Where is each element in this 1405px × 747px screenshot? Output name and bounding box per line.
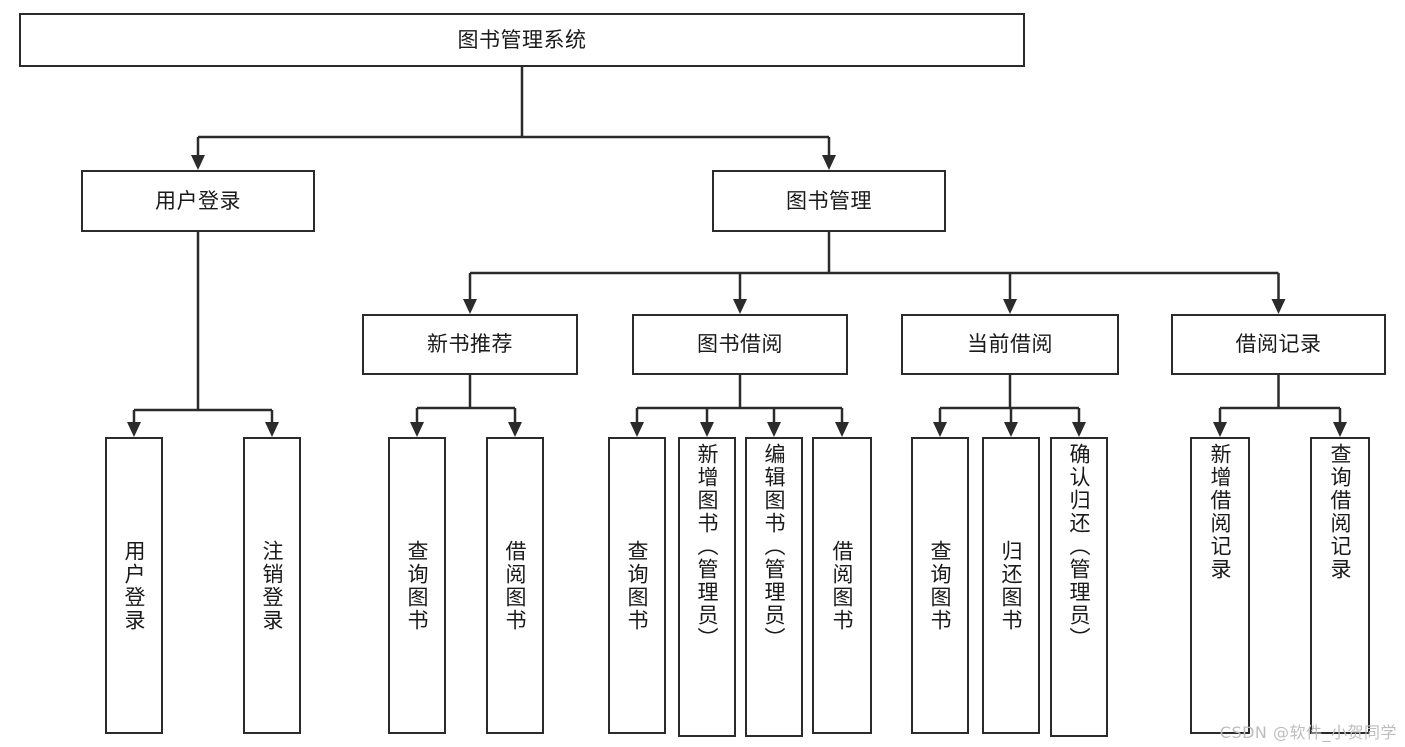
node-book_manage[interactable]: 图书管理 xyxy=(712,170,946,232)
node-label-leaf_borrow_book_b: 借阅图书 xyxy=(830,539,855,632)
edge-arrowhead xyxy=(933,422,947,437)
edge-arrowhead xyxy=(1004,422,1018,437)
node-label-book_manage: 图书管理 xyxy=(786,188,872,213)
edge-arrowhead xyxy=(410,422,424,437)
edge-arrowhead xyxy=(191,155,205,170)
node-borrow_record[interactable]: 借阅记录 xyxy=(1171,314,1386,375)
edge-arrowhead xyxy=(127,422,141,437)
node-leaf_add_book[interactable]: 新增图书（管理员） xyxy=(678,437,736,737)
node-leaf_return_book[interactable]: 归还图书 xyxy=(982,437,1040,734)
edge-arrowhead xyxy=(1003,299,1017,314)
node-label-borrow_record: 借阅记录 xyxy=(1235,332,1322,357)
edge-arrowhead xyxy=(1271,299,1286,314)
node-leaf_edit_book[interactable]: 编辑图书（管理员） xyxy=(745,437,803,737)
node-label-leaf_query_record: 查询借阅记录 xyxy=(1328,443,1353,581)
edge-arrowhead xyxy=(700,422,714,437)
node-label-leaf_add_book: 新增图书（管理员） xyxy=(695,443,720,650)
node-leaf_query_record[interactable]: 查询借阅记录 xyxy=(1310,437,1370,734)
edge-arrowhead xyxy=(1333,422,1347,437)
node-leaf_user_logout[interactable]: 注销登录 xyxy=(243,437,301,734)
node-label-leaf_edit_book: 编辑图书（管理员） xyxy=(762,443,787,650)
node-new_book_rec[interactable]: 新书推荐 xyxy=(362,314,578,375)
watermark-text: CSDN @软件_小贺同学 xyxy=(1219,723,1397,742)
edge-arrowhead xyxy=(767,422,781,437)
edge-arrowhead xyxy=(822,155,836,170)
node-leaf_borrow_book_b[interactable]: 借阅图书 xyxy=(812,437,872,734)
node-current_borrow[interactable]: 当前借阅 xyxy=(901,314,1119,375)
edge-arrowhead xyxy=(1213,422,1227,437)
node-label-leaf_user_login: 用户登录 xyxy=(122,539,147,632)
edge-arrowhead xyxy=(1072,422,1086,437)
edge-arrowhead xyxy=(733,299,747,314)
node-label-leaf_query_book_b: 查询图书 xyxy=(625,539,650,632)
node-user_login[interactable]: 用户登录 xyxy=(81,170,315,232)
node-leaf_query_book_c[interactable]: 查询图书 xyxy=(911,437,969,734)
node-root[interactable]: 图书管理系统 xyxy=(19,13,1025,67)
node-label-book_borrow: 图书借阅 xyxy=(697,332,783,357)
node-label-leaf_user_logout: 注销登录 xyxy=(260,539,285,632)
node-label-new_book_rec: 新书推荐 xyxy=(427,332,513,357)
node-leaf_query_book_b[interactable]: 查询图书 xyxy=(608,437,666,734)
node-leaf_add_record[interactable]: 新增借阅记录 xyxy=(1190,437,1250,734)
edge-arrowhead xyxy=(835,422,849,437)
node-book_borrow[interactable]: 图书借阅 xyxy=(632,314,848,375)
edge-arrowhead xyxy=(265,422,279,437)
node-label-leaf_query_book_a: 查询图书 xyxy=(405,539,430,632)
node-label-leaf_add_record: 新增借阅记录 xyxy=(1208,443,1233,581)
node-leaf_query_book_a[interactable]: 查询图书 xyxy=(388,437,446,734)
node-leaf_confirm_return[interactable]: 确认归还（管理员） xyxy=(1050,437,1108,737)
node-leaf_borrow_book_a[interactable]: 借阅图书 xyxy=(486,437,544,734)
node-label-leaf_query_book_c: 查询图书 xyxy=(928,539,953,632)
node-label-current_borrow: 当前借阅 xyxy=(967,332,1053,357)
node-label-leaf_borrow_book_a: 借阅图书 xyxy=(503,539,528,632)
edge-arrowhead xyxy=(463,299,477,314)
node-leaf_user_login[interactable]: 用户登录 xyxy=(105,437,163,734)
node-label-user_login: 用户登录 xyxy=(155,188,241,213)
node-label-leaf_return_book: 归还图书 xyxy=(999,539,1024,632)
edge-arrowhead xyxy=(630,422,644,437)
node-label-root: 图书管理系统 xyxy=(457,27,587,52)
edge-arrowhead xyxy=(508,422,522,437)
node-label-leaf_confirm_return: 确认归还（管理员） xyxy=(1067,443,1092,650)
